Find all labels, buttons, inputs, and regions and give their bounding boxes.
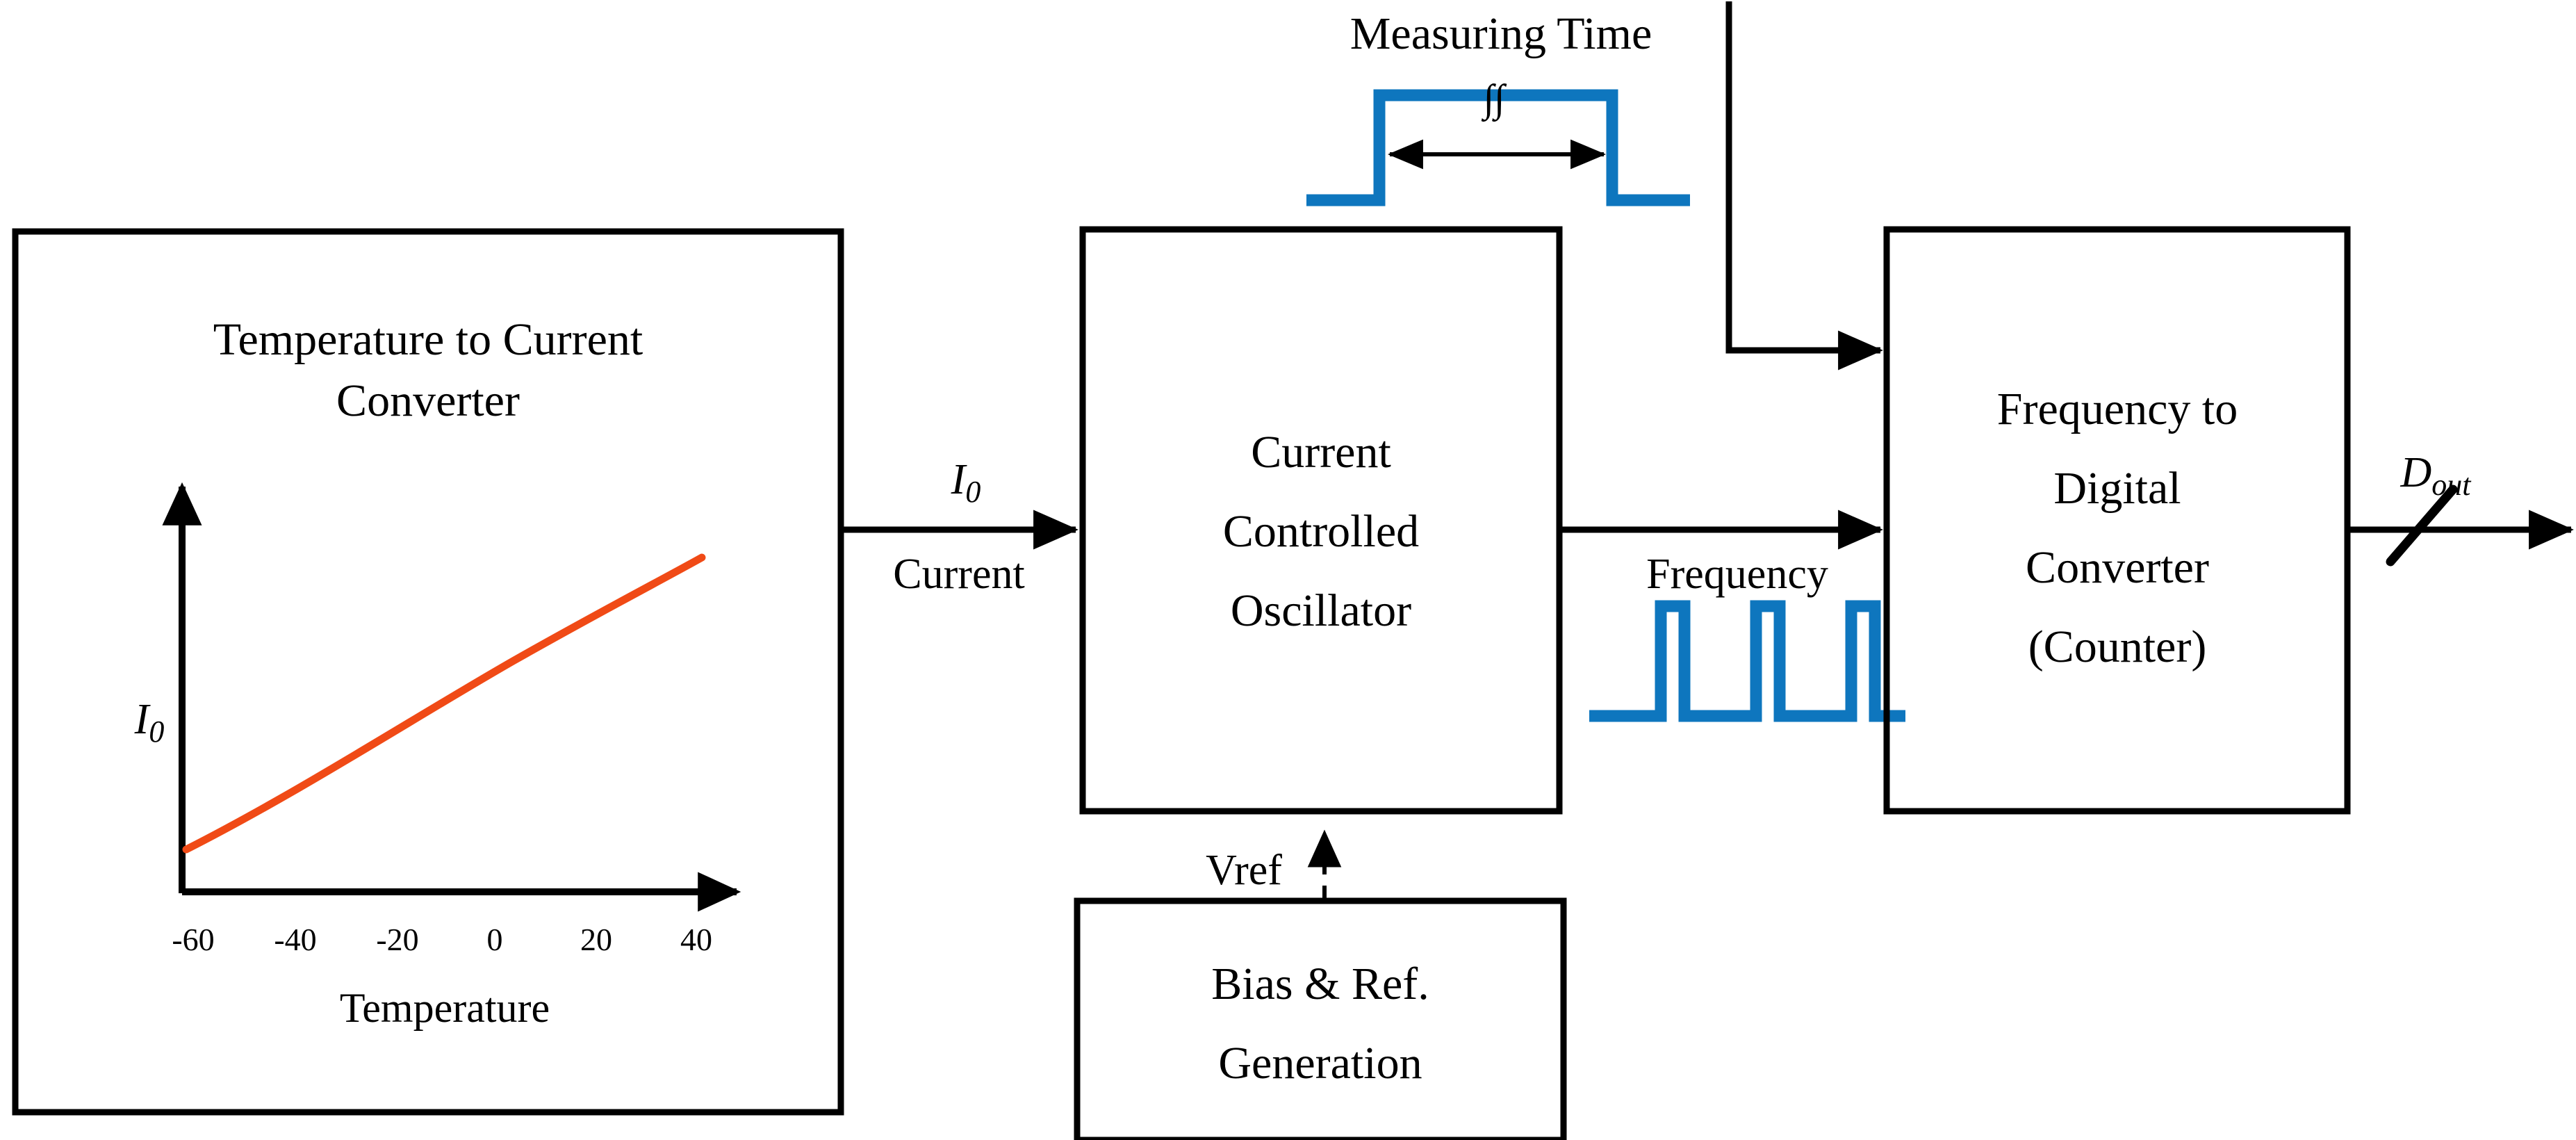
signal-frequency: Frequency — [1561, 510, 1905, 722]
signal-i0-current: I0 Current — [842, 456, 1078, 598]
chart-temperature-vs-current: -60 -40 -20 0 20 40 I0 Temperature — [134, 482, 741, 1031]
fdc-label-line2: Digital — [2053, 463, 2181, 514]
bias-ref-label-line2: Generation — [1218, 1038, 1422, 1089]
label-vref: Vref — [1206, 847, 1282, 894]
label-measuring-time: Measuring Time — [1350, 8, 1652, 59]
chart-y-axis-label-sub: 0 — [149, 715, 164, 749]
chart-xtick-4: 20 — [580, 922, 612, 957]
label-dout: Dout — [2399, 449, 2472, 502]
signal-dout: Dout — [2349, 449, 2574, 567]
chart-x-axis-label: Temperature — [340, 985, 550, 1031]
block-frequency-to-digital-converter[interactable] — [1883, 226, 2351, 815]
block-temperature-to-current-converter[interactable] — [12, 228, 844, 1116]
chart-series-line — [182, 553, 706, 854]
temp-converter-title-line1: Temperature to Current — [213, 314, 643, 365]
label-i0: I0 — [951, 456, 981, 509]
label-i0-main: I — [951, 456, 968, 503]
chart-y-axis-label-main: I — [134, 696, 151, 743]
cco-label-line3: Oscillator — [1231, 585, 1411, 636]
bias-ref-label-line1: Bias & Ref. — [1211, 959, 1429, 1009]
frequency-pulse-train — [1589, 600, 1905, 722]
label-current: Current — [893, 551, 1024, 598]
signal-vref: Vref — [1206, 829, 1342, 898]
label-i0-sub: 0 — [965, 475, 981, 509]
chart-y-axis-label: I0 — [134, 696, 165, 749]
label-dout-main: D — [2399, 449, 2431, 496]
chart-xtick-5: 40 — [680, 922, 712, 957]
label-frequency: Frequency — [1646, 551, 1828, 598]
fdc-label-line1: Frequency to — [1997, 384, 2238, 434]
label-dout-sub: out — [2431, 468, 2472, 502]
chart-xtick-0: -60 — [172, 922, 214, 957]
cco-label-line1: Current — [1251, 427, 1391, 478]
block-current-controlled-oscillator[interactable] — [1079, 226, 1563, 815]
fdc-label-line4: (Counter) — [2028, 621, 2207, 672]
measuring-time-pulse — [1306, 89, 1690, 206]
temp-converter-title-line2: Converter — [336, 375, 520, 426]
chart-xtick-3: 0 — [487, 922, 503, 957]
bus-slash-icon — [2386, 484, 2458, 567]
wire-measuring-time-to-counter — [1725, 1, 1883, 370]
block-bias-and-ref-generation[interactable] — [1074, 897, 1567, 1140]
chart-xtick-1: -40 — [274, 922, 316, 957]
chart-xtick-2: -20 — [376, 922, 418, 957]
fdc-label-line3: Converter — [2026, 542, 2209, 593]
waveform-break-icon: ∫∫ — [1482, 77, 1507, 122]
cco-label-line2: Controlled — [1223, 506, 1419, 557]
signal-measuring-time: Measuring Time ∫∫ — [1306, 1, 1883, 370]
